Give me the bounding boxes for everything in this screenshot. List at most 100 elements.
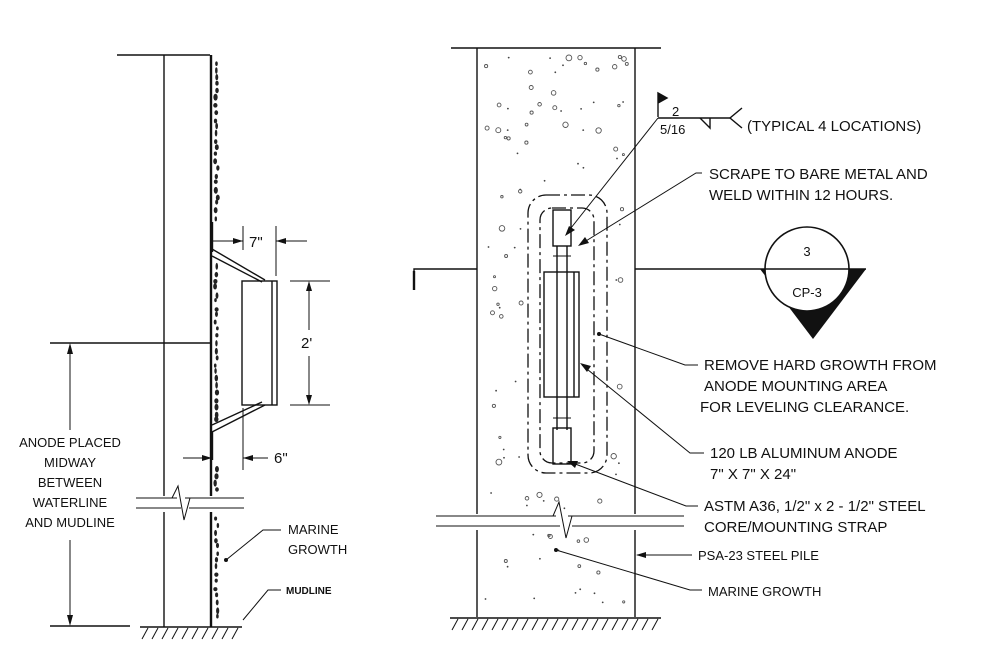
growth-blob	[216, 326, 219, 331]
concrete-speck	[554, 496, 560, 502]
ground-hatch-line	[231, 627, 239, 640]
mudline-leader	[242, 589, 281, 621]
ground-hatch-line	[531, 618, 539, 631]
growth-removal-inner-envelope	[539, 207, 595, 464]
growth-blob	[214, 173, 218, 180]
concrete-speck	[506, 136, 511, 141]
ground-hatch-line	[461, 618, 469, 631]
concrete-dot	[592, 101, 595, 104]
concrete-speck	[621, 153, 625, 157]
concrete-speck	[492, 285, 498, 292]
ground-hatch-line	[551, 618, 559, 631]
left-elevation-view: 7" 2' 6" ANODE PLACED MIDWAY BETWEEN WAT…	[19, 54, 347, 640]
growth-blob	[214, 110, 219, 116]
ground-hatch-line	[591, 618, 599, 631]
concrete-speck	[498, 225, 506, 232]
ground-hatch-line	[141, 627, 149, 640]
ground-hatch-line	[151, 627, 159, 640]
growth-blob	[213, 151, 218, 156]
concrete-speck	[504, 254, 509, 258]
concrete-dot	[513, 246, 516, 249]
growth-blob	[214, 374, 219, 382]
ground-hatch-line	[601, 618, 609, 631]
left-marine-growth-texture	[213, 61, 220, 619]
concrete-speck	[583, 61, 588, 66]
marine-growth-label-1: MARINE	[288, 522, 339, 537]
growth-blob	[215, 311, 218, 317]
growth-blob	[214, 562, 218, 570]
concrete-dot	[622, 101, 624, 103]
concrete-speck	[577, 564, 582, 568]
concrete-dot	[506, 565, 509, 568]
ground-hatch-line	[451, 618, 459, 631]
growth-blob	[214, 139, 218, 145]
weld-symbol-flag-fill	[658, 93, 667, 103]
concrete-dot	[593, 592, 596, 595]
concrete-dot	[503, 456, 505, 459]
concrete-speck	[496, 102, 502, 108]
upper-bracket-line-2	[211, 255, 263, 283]
lower-bracket-line-2	[211, 401, 263, 426]
anode-front-view	[543, 271, 580, 398]
concrete-dot	[514, 380, 517, 383]
concrete-speck	[495, 127, 502, 134]
concrete-speck	[597, 498, 603, 504]
ground-hatch-line	[491, 618, 499, 631]
lower-bracket-line-1	[211, 404, 266, 433]
growth-blob	[215, 292, 219, 299]
concrete-speck	[524, 140, 529, 145]
concrete-speck	[503, 559, 508, 563]
concrete-speck	[621, 56, 627, 62]
growth-blob	[215, 487, 219, 492]
ground-hatch-line	[561, 618, 569, 631]
growth-blob	[213, 93, 218, 101]
concrete-speck	[518, 300, 524, 306]
dim-7-arrow-right	[276, 238, 286, 244]
concrete-dot	[542, 500, 545, 502]
right-waterline-left	[413, 268, 477, 290]
concrete-speck	[595, 127, 602, 134]
concrete-speck	[617, 277, 624, 283]
anode-placed-line-3: BETWEEN	[38, 475, 102, 490]
anode-placed-line-5: AND MUDLINE	[25, 515, 115, 530]
concrete-speck	[552, 105, 558, 111]
pile-note-arrowhead	[636, 552, 646, 558]
concrete-dot	[574, 592, 577, 594]
anode-note-line-1: 120 LB ALUMINUM ANODE	[710, 445, 898, 462]
growth-blob	[214, 347, 218, 355]
marine-growth-leader	[225, 529, 281, 561]
anode-placed-line-2: MIDWAY	[44, 455, 96, 470]
anode-placed-line-4: WATERLINE	[33, 495, 108, 510]
concrete-dot	[601, 601, 604, 604]
left-break-zigzag	[171, 484, 191, 521]
concrete-dot	[507, 56, 510, 59]
anode-placed-line-1: ANODE PLACED	[19, 435, 121, 450]
growth-blob	[213, 207, 218, 214]
concrete-dot	[618, 223, 621, 226]
concrete-speck	[624, 61, 629, 66]
concrete-dot	[532, 533, 535, 536]
upper-bracket-line-1	[211, 248, 266, 281]
remove-growth-leader-dot	[597, 332, 601, 336]
growth-blob	[215, 599, 219, 606]
concrete-speck	[529, 110, 534, 115]
anode-side-view	[241, 280, 278, 406]
growth-blob	[215, 542, 220, 549]
growth-blob	[214, 144, 219, 151]
growth-blob	[213, 283, 217, 290]
dim-6-arrow-left	[202, 455, 212, 461]
growth-blob	[213, 158, 218, 165]
scrape-note-leader	[580, 172, 702, 245]
growth-blob	[214, 271, 219, 278]
ground-hatch-line	[211, 627, 219, 640]
growth-blob	[216, 613, 219, 619]
right-growth-leader	[555, 549, 702, 591]
weld-symbol-tail	[728, 107, 743, 129]
concrete-speck	[524, 496, 530, 501]
growth-blob	[214, 129, 218, 137]
growth-blob	[214, 389, 220, 396]
concrete-dot	[580, 108, 582, 110]
pile-note: PSA-23 STEEL PILE	[698, 548, 819, 563]
growth-blob	[215, 199, 219, 205]
scrape-note-arrowhead	[578, 237, 589, 246]
